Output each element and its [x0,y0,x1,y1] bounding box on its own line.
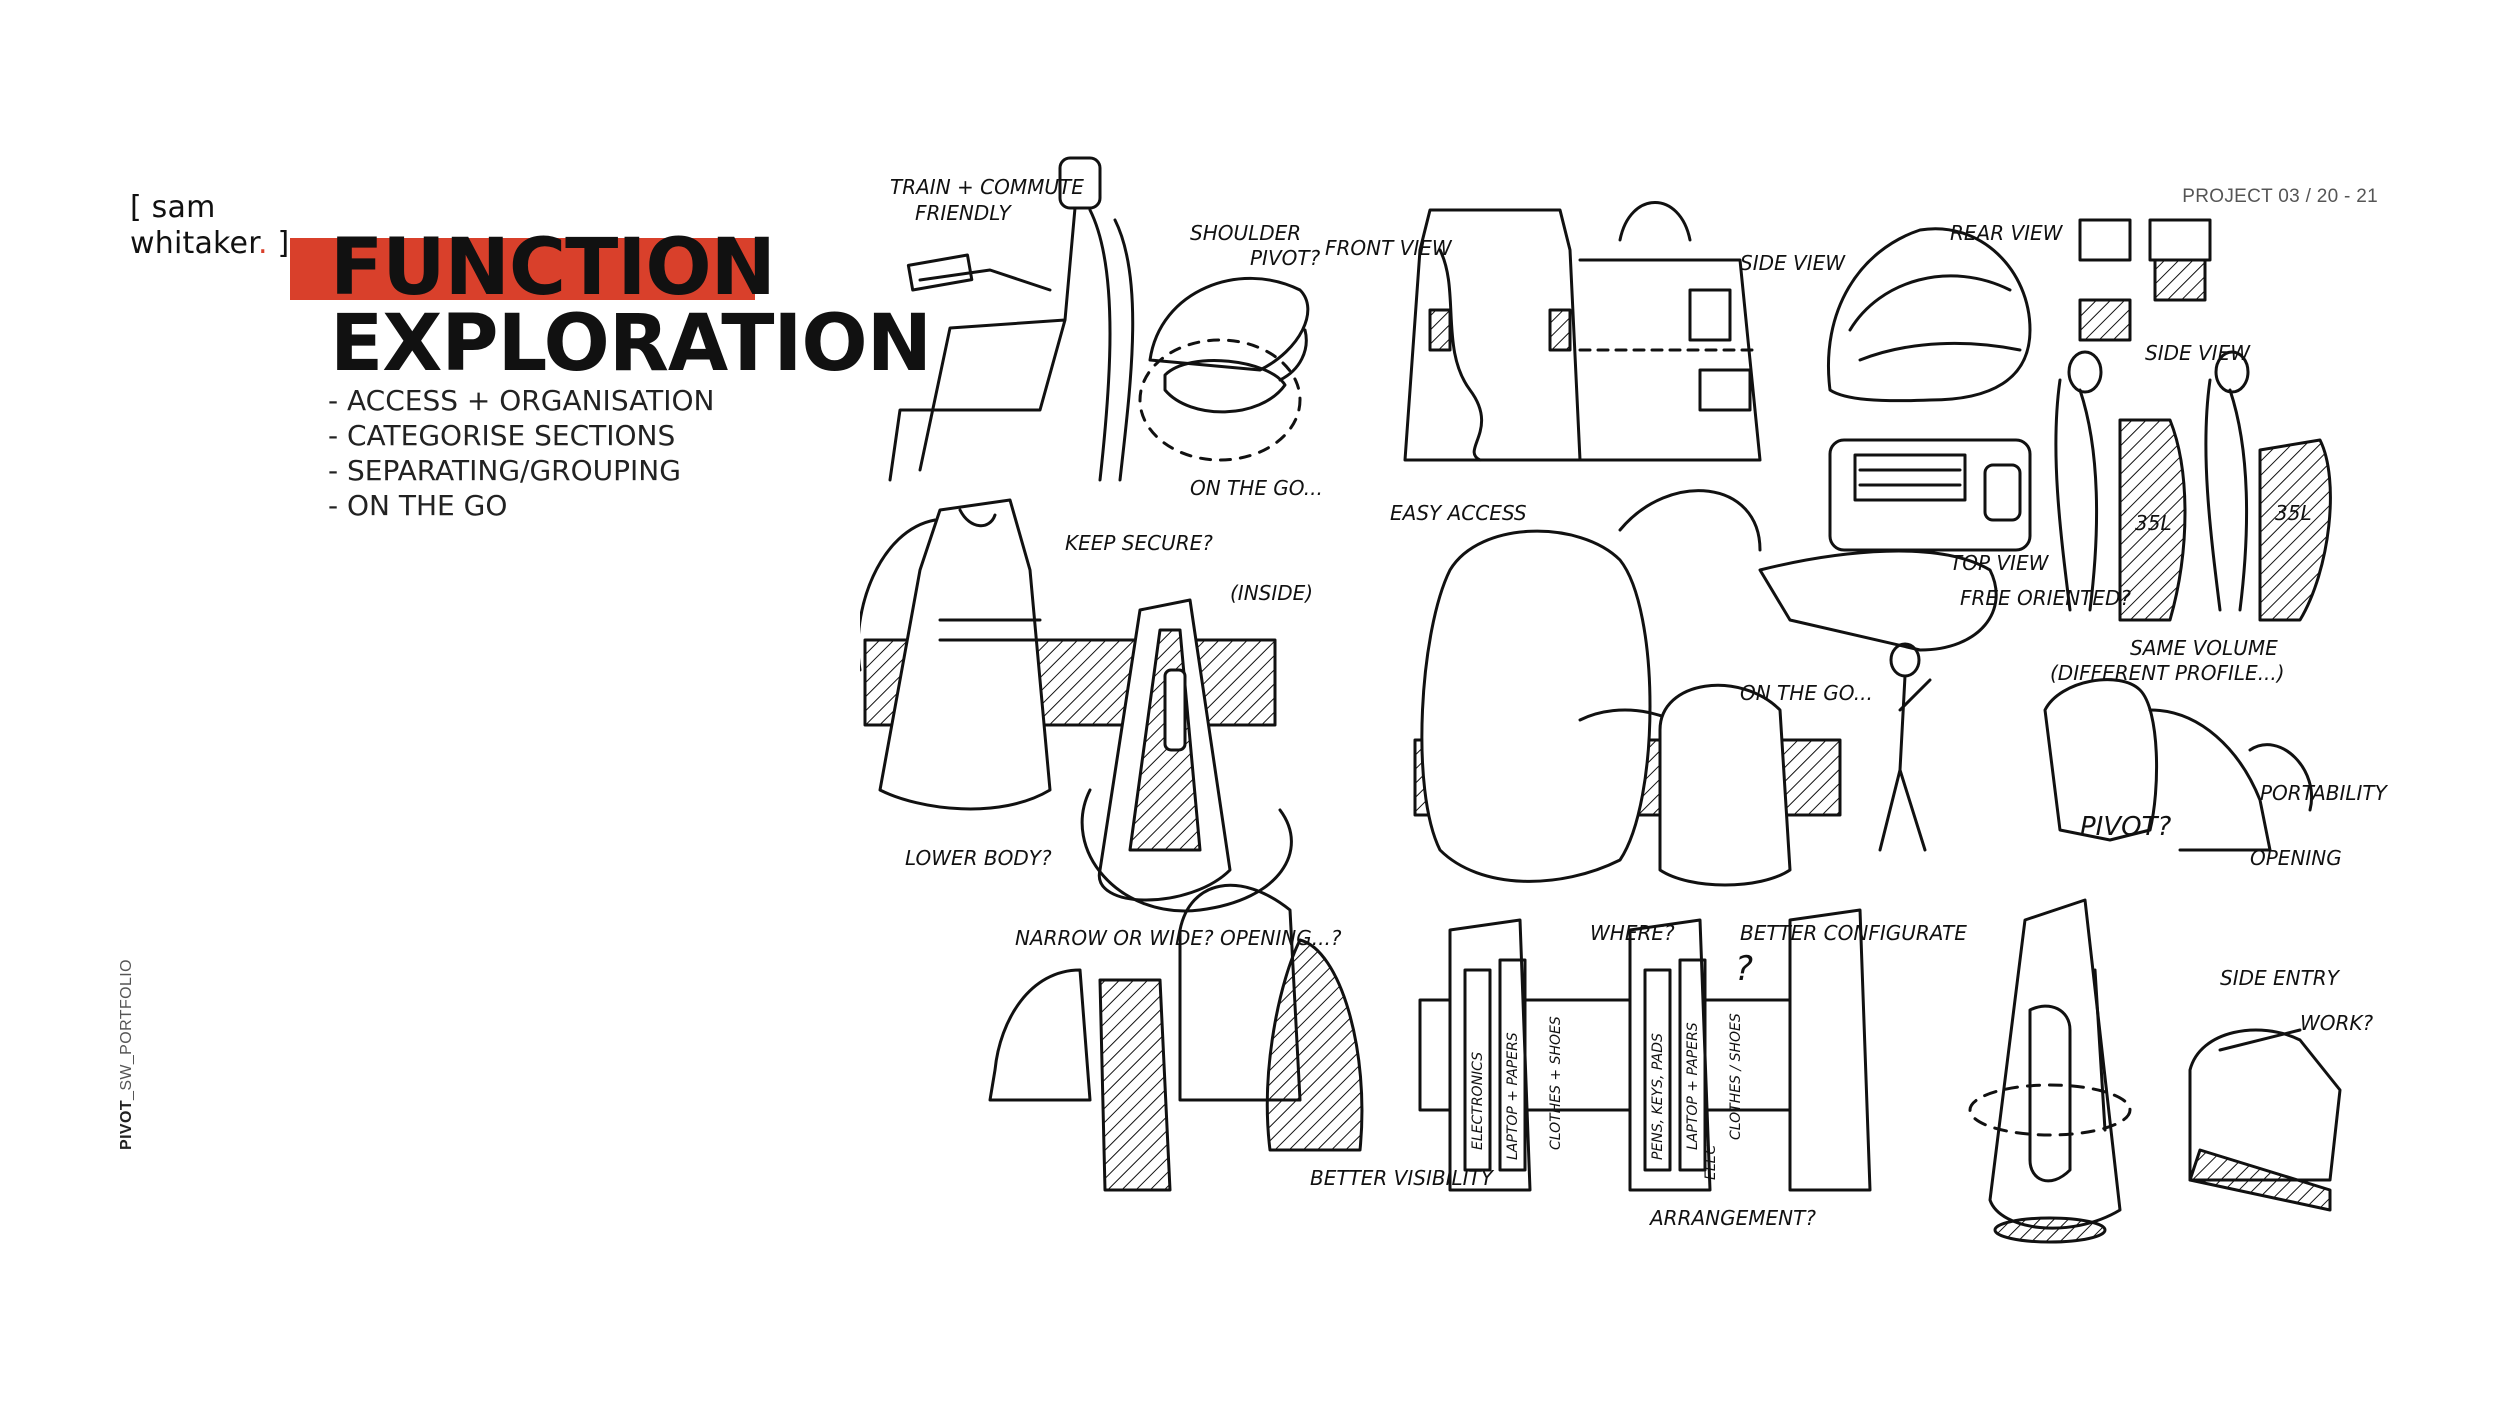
note-pivot-2: PIVOT? [2080,812,2171,842]
note-on-the-go-2: ON THE GO... [1740,681,1873,705]
sketch-work-bag [2188,1028,2342,1212]
side-portfolio-label: PIVOT_SW_PORTFOLIO [118,959,136,1150]
note-inside: (INSIDE) [1230,581,1313,605]
note-question: ? [1735,949,1753,989]
sketch-pivot-hiking [2043,678,2313,852]
bullet-list: - ACCESS + ORGANISATION - CATEGORISE SEC… [328,383,714,523]
sketch-narrow-wide [988,883,1364,1192]
note-same-volume: SAME VOLUME [2130,636,2278,660]
sketch-compartments [1418,908,1872,1192]
label-clothes-shoes: CLOTHES + SHOES [1548,1016,1564,1150]
note-arrangement: ARRANGEMENT? [1648,1206,1816,1230]
note-top-view: TOP VIEW [1950,551,2050,575]
sketch-easy-access [1413,489,1998,883]
note-free-oriented: FREE ORIENTED? [1960,586,2131,610]
note-shoulder: SHOULDER [1190,221,1301,245]
project-label: PROJECT 03 / 20 - 21 [2182,186,2378,207]
sketch-sheet: TRAIN + COMMUTE FRIENDLY SHOULDER PIVOT?… [860,156,2389,1244]
sketch-on-the-go [1658,642,1932,887]
title-line-2: EXPLORATION [330,299,932,389]
note-keep-secure: KEEP SECURE? [1065,531,1213,555]
note-better-visibility: BETTER VISIBILITY [1310,1166,1495,1190]
sketch-front-side-view [1403,201,1762,462]
compartment-labels: ELECTRONICS LAPTOP + PAPERS CLOTHES + SH… [1470,1013,1744,1180]
label-laptop-papers: LAPTOP + PAPERS [1505,1032,1521,1160]
note-on-the-go-1: ON THE GO... [1190,476,1323,500]
note-friendly: FRIENDLY [915,201,1013,225]
bullet-item: - ACCESS + ORGANISATION [328,384,715,417]
title-highlight-bar [290,238,755,300]
title-line-1: FUNCTION [330,223,776,313]
sketch-device [1828,438,2032,552]
note-work: WORK? [2300,1011,2374,1035]
note-pivot: PIVOT? [1250,246,1321,270]
note-train: TRAIN + COMMUTE [890,175,1084,199]
logo-close-bracket: ] [277,226,290,261]
label-elec: ELEC [1703,1145,1719,1180]
label-laptop-papers-2: LAPTOP + PAPERS [1685,1022,1701,1150]
sketch-commuter [888,156,1135,482]
note-narrow-wide: NARROW OR WIDE? OPENING...? [1015,926,1342,950]
note-portability: PORTABILITY [2260,781,2389,805]
note-side-view: SIDE VIEW [1740,251,1846,275]
note-vol-35-a: 35L [2135,511,2172,535]
note-vol-35-b: 35L [2275,501,2312,525]
sketch-shoulder-pivot [1138,276,1310,462]
side-label-rest: _SW_PORTFOLIO [118,959,135,1100]
sketch-dome-bag [1827,227,2032,403]
page-title: FUNCTION EXPLORATION [290,223,932,389]
note-easy-access: EASY ACCESS [1390,501,1527,525]
label-electronics: ELECTRONICS [1470,1052,1486,1150]
note-lower-body: LOWER BODY? [905,846,1052,870]
label-pens-keys: PENS, KEYS, PADS [1650,1033,1666,1160]
brand-logo: [ sam whitaker. ] [130,190,289,262]
bullet-item: - CATEGORISE SECTIONS [328,419,676,452]
bullet-item: - ON THE GO [328,489,508,522]
logo-open-bracket: [ [130,190,142,225]
note-different-profile: (DIFFERENT PROFILE...) [2050,661,2285,685]
sketch-volume-profiles [2054,350,2332,622]
sketch-inside-bag [1080,598,1293,913]
note-where: WHERE? [1590,921,1675,945]
note-side-entry: SIDE ENTRY [2220,966,2341,990]
label-clothes-shoes-2: CLOTHES / SHOES [1728,1013,1744,1140]
bullet-item: - SEPARATING/GROUPING [328,454,681,487]
note-side-view-2: SIDE VIEW [2145,341,2251,365]
logo-dot: . [257,226,268,261]
note-front-view: FRONT VIEW [1325,236,1453,260]
note-opening: OPENING [2250,846,2342,870]
sketch-side-entry [1968,898,2132,1244]
logo-first-name: sam [151,190,216,225]
note-rear-view: REAR VIEW [1950,221,2064,245]
logo-last-name: whitaker [130,226,258,261]
note-better-config: BETTER CONFIGURATE [1740,921,1967,945]
sketch-mini-boxes [2078,218,2212,342]
side-label-bold: PIVOT [118,1099,135,1150]
